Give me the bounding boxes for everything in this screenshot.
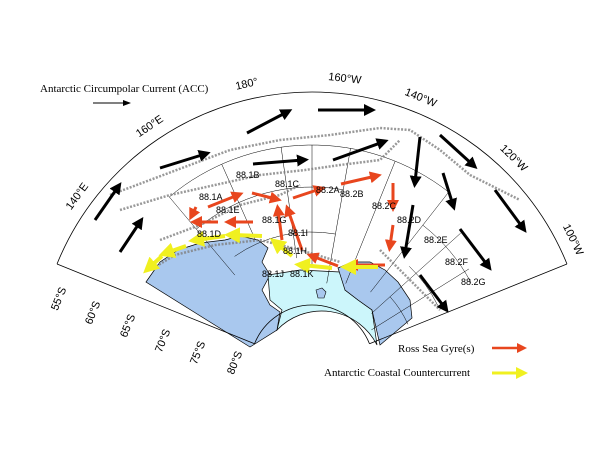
ross-gyre-arrow bbox=[272, 204, 285, 241]
legend-acc-label: Antarctic Circumpolar Current (ACC) bbox=[40, 83, 209, 95]
longitude-label: 140°W bbox=[403, 86, 439, 110]
land-layer bbox=[145, 235, 413, 348]
subarea-label: 88.1C bbox=[275, 179, 300, 189]
bathymetry-contours bbox=[109, 126, 521, 311]
subarea-label: 88.2D bbox=[397, 215, 422, 225]
bathymetry-contour bbox=[119, 139, 401, 212]
bathymetry-contour bbox=[109, 126, 521, 202]
bathymetry-contour bbox=[159, 183, 301, 242]
longitude-label: 160°W bbox=[328, 71, 363, 87]
coastal-countercurrent-arrow bbox=[294, 257, 333, 274]
acc-arrow bbox=[418, 274, 449, 313]
coastal-countercurrent-arrow bbox=[158, 242, 187, 258]
subarea-label: 88.2F bbox=[445, 257, 469, 267]
acc-arrow bbox=[409, 136, 422, 188]
latitude-label: 60°S bbox=[83, 300, 103, 327]
latitude-label: 55°S bbox=[49, 286, 69, 313]
longitude-label: 160°E bbox=[134, 113, 166, 140]
latitude-label: 70°S bbox=[153, 328, 173, 355]
subarea-label: 88.1J bbox=[262, 269, 284, 279]
acc-arrow bbox=[332, 138, 389, 162]
subarea-label: 88.1A bbox=[199, 192, 223, 202]
legend-gyre-label: Ross Sea Gyre(s) bbox=[398, 343, 475, 355]
subarea-boundary bbox=[370, 191, 449, 293]
acc-arrow bbox=[252, 154, 309, 167]
graticule bbox=[56, 91, 568, 345]
ross-gyre-arrow bbox=[189, 206, 201, 221]
subarea-label: 88.1B bbox=[236, 170, 260, 180]
subarea-label: 88.1H bbox=[283, 246, 307, 256]
latitude-label: 75°S bbox=[188, 340, 208, 367]
subarea-label: 88.1G bbox=[262, 215, 287, 225]
subarea-label: 88.1K bbox=[290, 269, 314, 279]
coastal-countercurrent-arrow bbox=[269, 237, 294, 258]
ross-gyre-arrow bbox=[207, 191, 244, 209]
subarea-arc bbox=[422, 224, 472, 283]
subarea-label: 88.1I bbox=[288, 228, 308, 238]
subarea-arc bbox=[169, 144, 449, 198]
longitude-label: 120°W bbox=[497, 143, 530, 175]
longitude-label: 100°W bbox=[560, 222, 586, 258]
left-meridian-edge bbox=[56, 263, 255, 345]
acc-arrow bbox=[93, 182, 122, 221]
acc-arrow bbox=[441, 172, 457, 211]
ross-gyre-arrow bbox=[284, 204, 304, 251]
latitude-label: 65°S bbox=[118, 313, 138, 340]
acc-arrow bbox=[246, 109, 293, 135]
current-arrows bbox=[93, 104, 527, 313]
subarea-label: 88.2B bbox=[340, 189, 364, 199]
subarea-arc bbox=[409, 266, 439, 306]
subarea-label: 88.2C bbox=[372, 201, 397, 211]
acc-arrow bbox=[159, 150, 211, 170]
ross-gyre-arrow bbox=[251, 191, 282, 204]
map-labels: 140°E 160°E 180° 160°W 140°W 120°W 100°W 55°S 60… bbox=[49, 71, 585, 376]
acc-arrow bbox=[493, 189, 527, 233]
coastal-countercurrent-arrow bbox=[188, 230, 226, 247]
acc-arrow bbox=[400, 204, 415, 259]
ross-gyre-arrow bbox=[306, 252, 339, 268]
subarea-boundary bbox=[371, 268, 470, 331]
latitude-label: 80°S bbox=[225, 350, 245, 377]
coastal-countercurrent-arrow bbox=[143, 254, 164, 274]
subarea-label: 88.2E bbox=[424, 235, 448, 245]
longitude-label: 140°E bbox=[64, 181, 91, 212]
right-meridian-edge bbox=[369, 263, 568, 345]
subarea-boundary bbox=[326, 148, 351, 284]
subarea-label: 88.2G bbox=[461, 277, 486, 287]
land-marie-byrd-land bbox=[337, 261, 413, 346]
coastal-countercurrent-arrow bbox=[224, 227, 263, 244]
inner-latitude-arc bbox=[254, 304, 370, 344]
subarea-label: 88.1E bbox=[216, 205, 240, 215]
ross-gyre-arrow bbox=[292, 185, 326, 200]
ross-gyre-arrow bbox=[384, 224, 397, 252]
acc-arrow bbox=[458, 228, 492, 271]
ross-gyre-arrow bbox=[340, 171, 382, 186]
roosevelt-island bbox=[315, 287, 327, 299]
subarea-boundary bbox=[280, 147, 297, 259]
acc-arrow bbox=[438, 133, 478, 170]
outer-latitude-arc bbox=[56, 91, 568, 265]
acc-arrow bbox=[118, 217, 144, 253]
bathymetry-contour bbox=[379, 249, 441, 311]
legend-coastal-label: Antarctic Coastal Countercurrent bbox=[324, 367, 470, 379]
subarea-boundary bbox=[371, 232, 461, 314]
subarea-label: 88.2A bbox=[316, 185, 340, 195]
longitude-label: 180° bbox=[234, 76, 259, 93]
subarea-label: 88.1D bbox=[197, 229, 222, 239]
